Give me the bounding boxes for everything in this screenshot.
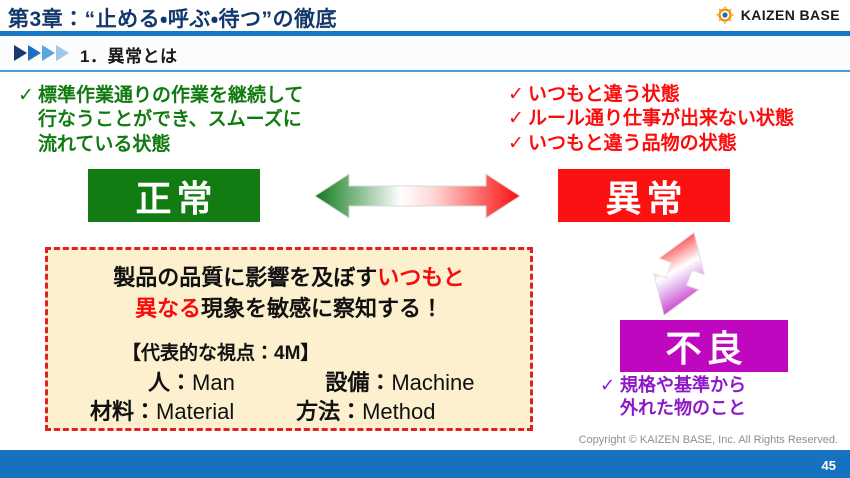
abnormal-bullet-list: ✓いつもと違う状態 ✓ルール通り仕事が出来ない状態 ✓いつもと違う品物の状態	[508, 83, 794, 156]
callout-headline-line1: 製品の品質に影響を及ぼすいつもと	[48, 262, 530, 293]
double-headed-horizontal-arrow-icon	[314, 172, 521, 220]
four-m-value: Man	[192, 370, 235, 395]
check-icon: ✓	[508, 84, 524, 105]
page-number: 45	[821, 458, 836, 473]
defect-state-box: 不良	[620, 320, 788, 372]
insight-callout-box: 製品の品質に影響を及ぼすいつもと 異なる現象を敏感に察知する！ 【代表的な視点：…	[45, 247, 533, 431]
section-heading: 1．異常とは	[80, 47, 178, 66]
double-headed-diagonal-arrow-icon	[630, 228, 728, 320]
viewpoint-title: 【代表的な視点：4M】	[122, 343, 320, 364]
list-item: ✓いつもと違う状態	[508, 83, 794, 107]
list-item: ✓規格や基準から	[600, 374, 746, 397]
four-m-row: 材料：Material 方法：Method	[90, 397, 494, 426]
gear-icon	[715, 5, 735, 25]
check-icon: ✓	[600, 375, 616, 395]
bullet-text: 行なうことができ、スムーズに	[38, 109, 302, 131]
header-rule	[0, 31, 850, 36]
four-m-row: 人：Man 設備：Machine	[90, 368, 494, 397]
list-item: 行なうことができ、スムーズに	[18, 108, 303, 132]
bullet-text: いつもと違う状態	[528, 84, 680, 105]
callout-text-highlight: 異なる	[134, 296, 201, 322]
defect-note-text: 規格や基準から	[620, 375, 746, 395]
list-item: 外れた物のこと	[600, 397, 746, 420]
triple-chevron-right-icon	[14, 44, 72, 62]
bullet-text: いつもと違う品物の状態	[528, 132, 737, 154]
footer-bar	[0, 450, 850, 478]
four-m-value: Material	[156, 399, 235, 425]
copyright-text: Copyright © KAIZEN BASE, Inc. All Rights…	[578, 434, 838, 446]
check-icon: ✓	[18, 85, 34, 106]
four-m-item-machine: 設備：Machine	[313, 368, 494, 397]
brand-logo: KAIZEN BASE	[715, 5, 840, 25]
defect-note-list: ✓規格や基準から 外れた物のこと	[600, 374, 746, 421]
callout-text-normal: 現象を敏感に察知する！	[201, 296, 444, 322]
subheader-band	[0, 36, 850, 70]
bullet-text: ルール通り仕事が出来ない状態	[528, 108, 795, 130]
callout-text-normal: 製品の品質に影響を及ぼす	[113, 265, 378, 290]
normal-state-box: 正常	[88, 169, 260, 222]
page-title: 第3章：“止める・呼ぶ・待つ”の徹底	[8, 8, 337, 31]
callout-headline-line2: 異なる現象を敏感に察知する！	[48, 293, 530, 324]
list-item: 流れている状態	[18, 133, 303, 157]
subheader-rule	[0, 70, 850, 72]
normal-bullet-list: ✓標準作業通りの作業を継続して 行なうことができ、スムーズに 流れている状態	[18, 84, 303, 157]
four-m-item-man: 人：Man	[90, 368, 313, 397]
four-m-label: 設備：	[325, 370, 392, 395]
four-m-label: 方法：	[296, 399, 363, 425]
bullet-text: 流れている状態	[38, 133, 171, 155]
four-m-item-material: 材料：Material	[90, 397, 284, 426]
check-icon: ✓	[508, 108, 524, 130]
four-m-value: Machine	[391, 370, 475, 395]
list-item: ✓いつもと違う品物の状態	[508, 132, 794, 156]
four-m-grid: 人：Man 設備：Machine 材料：Material 方法：Method	[90, 368, 494, 427]
abnormal-state-box: 異常	[558, 169, 730, 222]
callout-text-highlight: いつもと	[377, 265, 465, 290]
four-m-label: 人：	[148, 370, 193, 395]
four-m-value: Method	[362, 399, 436, 425]
defect-note-text: 外れた物のこと	[620, 398, 746, 419]
brand-name: KAIZEN BASE	[740, 7, 840, 23]
check-icon: ✓	[508, 132, 524, 154]
four-m-item-method: 方法：Method	[284, 397, 494, 426]
bullet-text: 標準作業通りの作業を継続して	[38, 85, 304, 106]
list-item: ✓ルール通り仕事が出来ない状態	[508, 107, 794, 131]
list-item: ✓標準作業通りの作業を継続して	[18, 84, 303, 108]
four-m-label: 材料：	[90, 399, 157, 425]
callout-headline: 製品の品質に影響を及ぼすいつもと 異なる現象を敏感に察知する！	[48, 262, 530, 324]
